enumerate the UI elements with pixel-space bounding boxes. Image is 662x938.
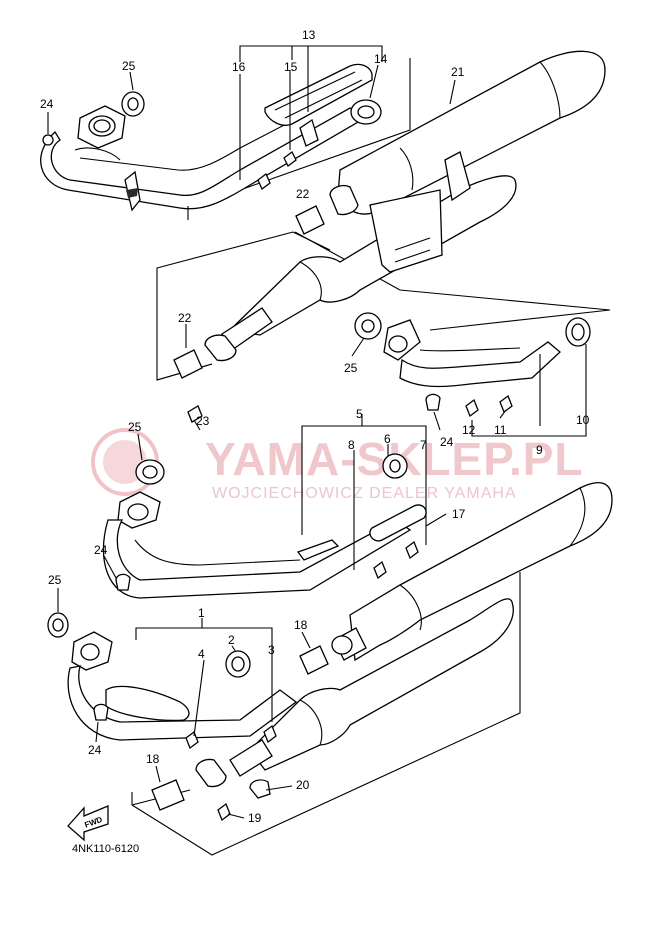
upper-front-pipe [40, 63, 382, 212]
callout-24-a: 24 [40, 97, 54, 111]
middle-right-pipe [354, 312, 591, 418]
callout-24-d: 24 [88, 743, 102, 757]
upper-mufflers [173, 50, 606, 423]
callout-23: 23 [196, 414, 210, 428]
callout-11: 11 [494, 423, 507, 437]
callout-25-a: 25 [122, 59, 136, 73]
callout-10: 10 [576, 413, 590, 427]
fwd-arrow: FWD [67, 805, 109, 842]
callout-20: 20 [296, 778, 310, 792]
callout-24-b: 24 [440, 435, 454, 449]
callout-12: 12 [462, 423, 476, 437]
callout-7: 7 [420, 438, 427, 452]
callout-13: 13 [302, 28, 316, 42]
callout-17: 17 [452, 507, 466, 521]
watermark-subtitle: WOJCIECHOWICZ DEALER YAMAHA [212, 485, 517, 502]
callout-19: 19 [248, 811, 262, 825]
callout-4: 4 [198, 647, 205, 661]
callout-8: 8 [348, 438, 355, 452]
callout-24-c: 24 [94, 543, 108, 557]
callout-18-b: 18 [146, 752, 160, 766]
callout-14: 14 [374, 52, 388, 66]
callout-1: 1 [198, 606, 205, 620]
callout-21: 21 [451, 65, 465, 79]
callout-15: 15 [284, 60, 298, 74]
callout-6: 6 [384, 432, 391, 446]
callout-25-d: 25 [48, 573, 62, 587]
callout-3: 3 [268, 643, 275, 657]
callout-labels: 13 16 15 14 25 24 21 22 22 25 23 12 11 1… [40, 28, 590, 825]
diagram-code: 4NK110-6120 [72, 843, 139, 855]
leader-lines [47, 45, 587, 819]
callout-22-b: 22 [178, 311, 192, 325]
callout-9: 9 [536, 443, 543, 457]
middle-left-pipe [102, 453, 427, 599]
callout-5: 5 [356, 407, 363, 421]
callout-25-c: 25 [128, 420, 142, 434]
callout-16: 16 [232, 60, 246, 74]
watermark: YAMA-SKLEP.PL WOJCIECHOWICZ DEALER YAMAH… [91, 428, 583, 502]
callout-2: 2 [228, 633, 235, 647]
callout-22-a: 22 [296, 187, 310, 201]
lower-mufflers [47, 482, 613, 822]
callout-25-b: 25 [344, 361, 358, 375]
callout-18-a: 18 [294, 618, 308, 632]
